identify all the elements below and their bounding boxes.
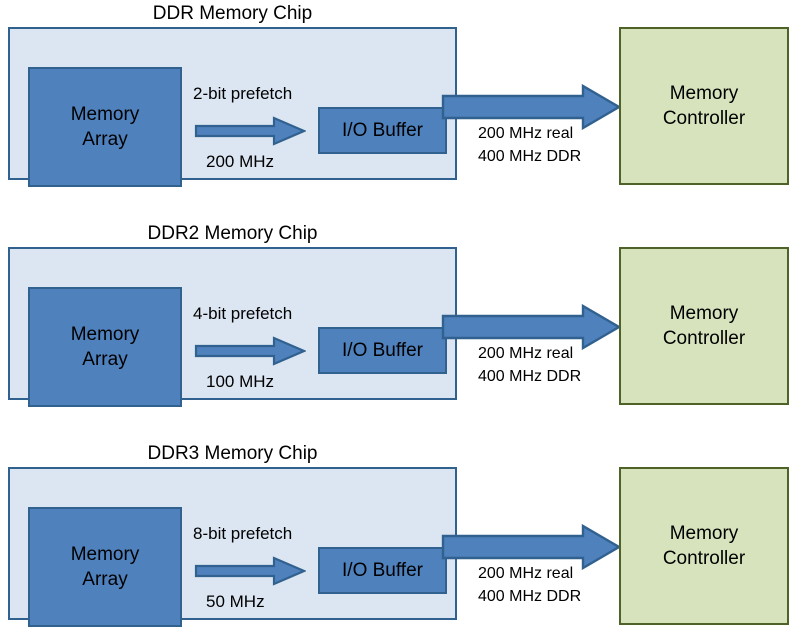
clock-label: 200 MHz (206, 152, 275, 171)
memory-controller-label-line1: Memory (669, 523, 739, 544)
memory-controller-block: Memory Controller (619, 27, 789, 185)
memory-array-label-line2: Array (82, 349, 128, 370)
memory-controller-block: Memory Controller (619, 247, 789, 405)
memory-array-label-line2: Array (82, 129, 128, 150)
chip-panel: Memory Array 2-bit prefetch 200 MHz I/O … (8, 27, 457, 187)
memory-array-label-line2: Array (82, 569, 128, 590)
ddr-row: DDR Memory Chip Memory Array 2-bit prefe… (0, 0, 797, 200)
io-buffer-block: I/O Buffer (318, 327, 447, 374)
memory-controller-label-line2: Controller (662, 548, 746, 569)
memory-controller-label-line1: Memory (669, 83, 739, 104)
bus-label-ddr: 400 MHz DDR (478, 148, 582, 165)
memory-controller-label-line1: Memory (669, 303, 739, 324)
arrow-right-icon (441, 303, 622, 351)
memory-controller-block: Memory Controller (619, 467, 789, 625)
arrow-right-icon (441, 523, 622, 571)
ddr2-row: DDR2 Memory Chip Memory Array 4-bit pref… (0, 220, 797, 420)
clock-label: 50 MHz (206, 592, 265, 611)
bus-labels: 200 MHz real 400 MHz DDR (478, 122, 581, 168)
bus-labels: 200 MHz real 400 MHz DDR (478, 562, 581, 608)
memory-array-label-line1: Memory (70, 324, 140, 345)
prefetch-label: 2-bit prefetch (193, 84, 293, 103)
chip-title: DDR Memory Chip (152, 3, 313, 24)
io-buffer-block: I/O Buffer (318, 547, 447, 594)
memory-controller-label-line2: Controller (662, 328, 746, 349)
io-buffer-label: I/O Buffer (342, 339, 423, 361)
memory-array-label-line1: Memory (70, 544, 140, 565)
arrow-right-icon (441, 83, 622, 131)
ddr3-row: DDR3 Memory Chip Memory Array 8-bit pref… (0, 440, 797, 640)
bus-label-ddr: 400 MHz DDR (478, 368, 582, 385)
arrow-right-icon (194, 115, 307, 147)
chip-title: DDR3 Memory Chip (147, 443, 318, 464)
memory-controller-label-line2: Controller (662, 108, 746, 129)
bus-label-real: 200 MHz real (478, 345, 574, 362)
bus-label-ddr: 400 MHz DDR (478, 588, 582, 605)
prefetch-label: 8-bit prefetch (193, 524, 293, 543)
memory-array-block: Memory Array (28, 507, 182, 627)
arrow-right-icon (194, 555, 307, 587)
memory-array-block: Memory Array (28, 67, 182, 187)
chip-panel: Memory Array 8-bit prefetch 50 MHz I/O B… (8, 467, 457, 627)
io-buffer-label: I/O Buffer (342, 559, 423, 581)
arrow-right-icon (194, 335, 307, 367)
chip-title: DDR2 Memory Chip (147, 223, 318, 244)
io-buffer-block: I/O Buffer (318, 107, 447, 154)
bus-label-real: 200 MHz real (478, 125, 574, 142)
prefetch-label: 4-bit prefetch (193, 304, 293, 323)
memory-array-block: Memory Array (28, 287, 182, 407)
chip-panel: Memory Array 4-bit prefetch 100 MHz I/O … (8, 247, 457, 407)
memory-array-label-line1: Memory (70, 104, 140, 125)
clock-label: 100 MHz (206, 372, 275, 391)
bus-labels: 200 MHz real 400 MHz DDR (478, 342, 581, 388)
io-buffer-label: I/O Buffer (342, 119, 423, 141)
bus-label-real: 200 MHz real (478, 565, 574, 582)
